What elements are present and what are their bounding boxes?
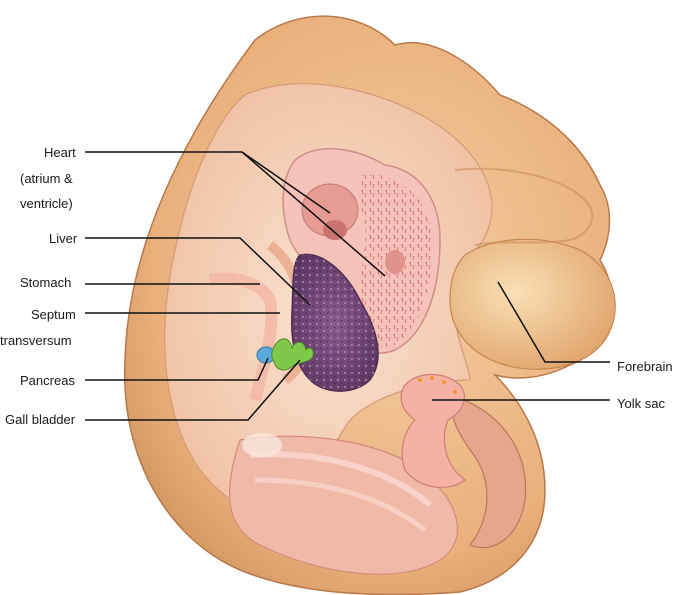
label-transversum: transversum: [0, 333, 72, 348]
gut-loop: [229, 435, 458, 575]
leader-liver: [85, 237, 311, 306]
forebrain-shape: [449, 238, 616, 370]
label-forebrain: Forebrain: [617, 359, 673, 374]
label-pancreas: Pancreas: [20, 373, 75, 388]
label-gall-bladder: Gall bladder: [5, 412, 76, 427]
label-heart-detail-2: ventricle): [20, 196, 73, 211]
leader-lines: [85, 151, 610, 421]
yolk-sac-shape: [400, 373, 466, 488]
label-liver: Liver: [49, 231, 78, 246]
leader-heart-2: [241, 151, 386, 277]
label-heart: Heart: [44, 145, 76, 160]
label-yolk-sac: Yolk sac: [617, 396, 665, 411]
leader-gall-bladder: [85, 359, 301, 421]
tail-curl: [449, 394, 527, 549]
leader-forebrain: [497, 281, 610, 363]
label-stomach: Stomach: [20, 275, 72, 290]
label-heart-detail-1: (atrium &: [20, 171, 73, 186]
gall-bladder-shape: [271, 338, 314, 371]
leader-pancreas: [85, 357, 269, 381]
label-septum: Septum: [31, 307, 76, 322]
